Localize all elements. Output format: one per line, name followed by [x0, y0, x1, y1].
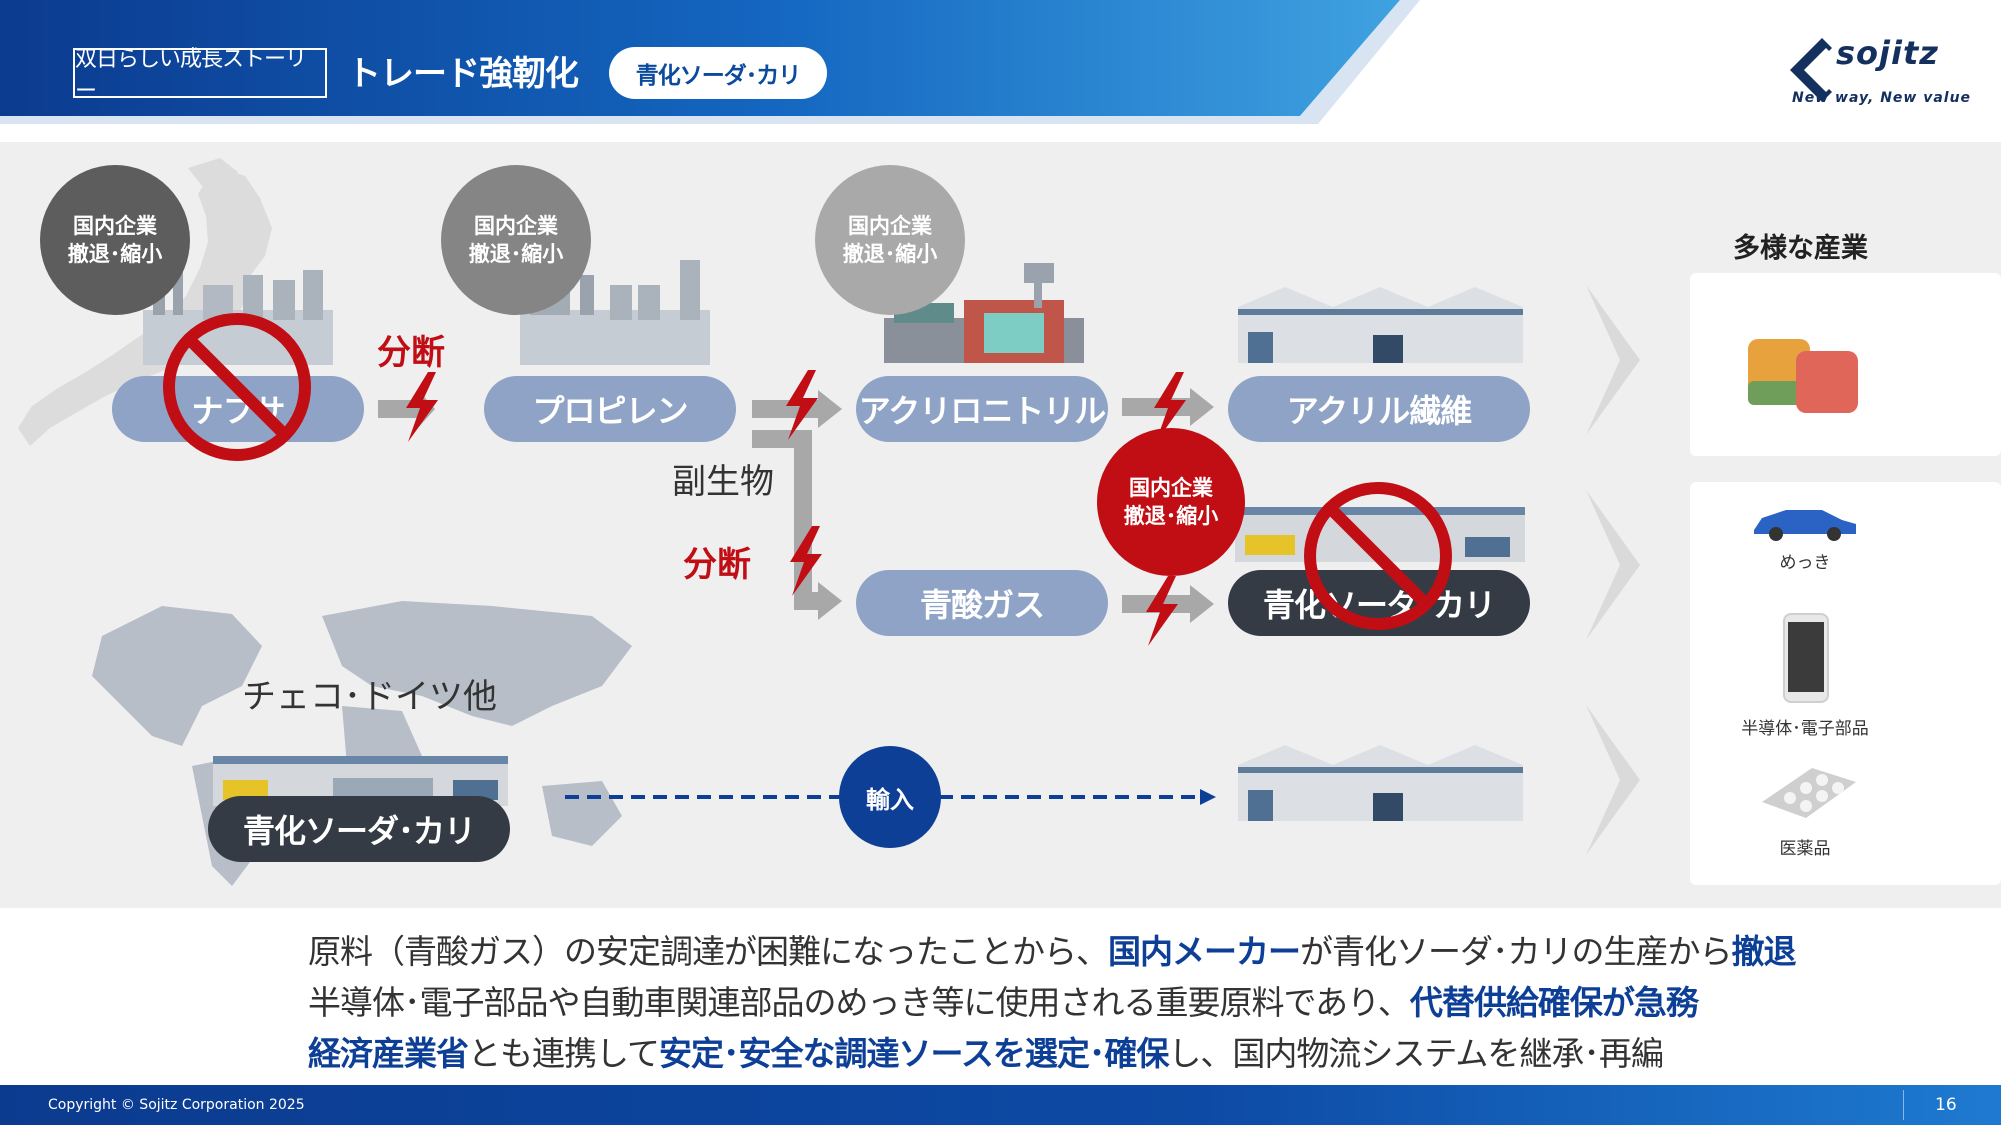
withdrawal-bubble-red: 国内企業 撤退･縮小: [1097, 428, 1245, 576]
byproduct-label: 副生物: [672, 462, 774, 502]
bubble-line1: 国内企業: [1129, 475, 1213, 500]
lightning-icon: [406, 372, 438, 442]
industry-card-textile: [1690, 273, 2001, 456]
sojitz-logo-icon: [1790, 38, 1832, 102]
bubble-line2: 撤退･縮小: [1123, 504, 1219, 528]
bubble-line2: 撤退･縮小: [842, 242, 938, 266]
propylene-pill: プロピレン: [484, 376, 736, 442]
summary-text: が青化ソーダ･カリの生産から: [1300, 932, 1732, 971]
bubble-line2: 撤退･縮小: [468, 242, 564, 266]
summary-highlight: 国内メーカー: [1108, 932, 1301, 971]
pill-pack-icon: [1762, 768, 1856, 818]
pharma-label: 医薬品: [1779, 839, 1831, 859]
story-tag: 双日らしい成長ストーリー: [73, 47, 327, 104]
industry-card-plating: めっき 半導体･電子部品 医薬品: [1690, 482, 2001, 885]
lightning-icon: [790, 526, 822, 596]
bubble-line1: 国内企業: [73, 213, 157, 238]
lightning-icon: [1154, 372, 1186, 442]
logo-name: sojitz: [1836, 34, 1939, 72]
summary-highlight: 安定･安全な調達ソースを選定･確保: [659, 1034, 1169, 1073]
hcn-pill: 青酸ガス: [856, 570, 1108, 636]
domestic-product-pill: 青化ソーダ･カリ: [1228, 570, 1530, 636]
summary-text: とも連携して: [468, 1034, 660, 1073]
topic-badge: 青化ソーダ･カリ: [609, 47, 827, 99]
summary-line-2: 半導体･電子部品や自動車関連部品のめっき等に使用される重要原料であり、代替供給確…: [308, 976, 1699, 1024]
import-badge: 輸入: [839, 746, 941, 848]
acrylonitrile-plant-icon: [884, 263, 1084, 363]
lightning-icon: [786, 370, 818, 440]
bubble-line1: 国内企業: [474, 213, 558, 238]
summary-text: し、国内物流システムを継承･再編: [1168, 1034, 1664, 1073]
withdrawal-bubble: 国内企業 撤退･縮小: [40, 165, 190, 315]
plating-label: めっき: [1779, 553, 1831, 573]
propylene-plant-icon: [520, 260, 710, 365]
acrylic-fiber-pill: アクリル繊維: [1228, 376, 1530, 442]
smartphone-icon: [1783, 613, 1829, 703]
summary-text: 半導体･電子部品や自動車関連部品のめっき等に使用される重要原料であり、: [308, 983, 1411, 1022]
bubble-line1: 国内企業: [848, 213, 932, 238]
page-title: トレード強靭化: [347, 54, 579, 94]
acrylonitrile-pill: アクリロニトリル: [856, 376, 1108, 442]
overseas-product-pill: 青化ソーダ･カリ: [208, 796, 510, 862]
page-number: 16: [1935, 1095, 1957, 1115]
copyright: Copyright © Sojitz Corporation 2025: [48, 1097, 305, 1113]
lightning-icon: [1146, 576, 1178, 646]
car-icon: [1754, 510, 1856, 541]
split-label: 分断: [683, 545, 751, 585]
warehouse-icon: [1238, 287, 1523, 363]
semiconductor-label: 半導体･電子部品: [1741, 719, 1869, 739]
summary-highlight: 代替供給確保が急務: [1409, 983, 1699, 1022]
overseas-region-label: チェコ･ドイツ他: [242, 677, 497, 717]
warehouse-import-icon: [1238, 745, 1523, 821]
footer-bar: [0, 1085, 2001, 1125]
withdrawal-bubble: 国内企業 撤退･縮小: [441, 165, 591, 315]
split-label: 分断: [377, 333, 445, 373]
footer-divider: [1903, 1090, 1904, 1120]
summary-highlight: 撤退: [1731, 932, 1797, 971]
summary-line-1: 原料（青酸ガス）の安定調達が困難になったことから、国内メーカーが青化ソーダ･カリ…: [308, 925, 1797, 973]
header-banner: 双日らしい成長ストーリー トレード強靭化 青化ソーダ･カリ: [0, 0, 2001, 130]
summary-line-3: 経済産業省とも連携して安定･安全な調達ソースを選定･確保し、国内物流システムを継…: [308, 1027, 1664, 1075]
logo-tagline: New way, New value: [1792, 90, 1972, 106]
japan-map-icon: [18, 158, 272, 446]
prohibited-icon: [163, 313, 311, 461]
summary-text: 原料（青酸ガス）の安定調達が困難になったことから、: [308, 932, 1109, 971]
clothing-icon: [1748, 339, 1858, 413]
summary-highlight: 経済産業省: [308, 1034, 469, 1073]
prohibited-icon: [1304, 482, 1452, 630]
industries-title: 多様な産業: [1733, 233, 1868, 264]
withdrawal-bubble: 国内企業 撤退･縮小: [815, 165, 965, 315]
bubble-line2: 撤退･縮小: [67, 242, 163, 266]
